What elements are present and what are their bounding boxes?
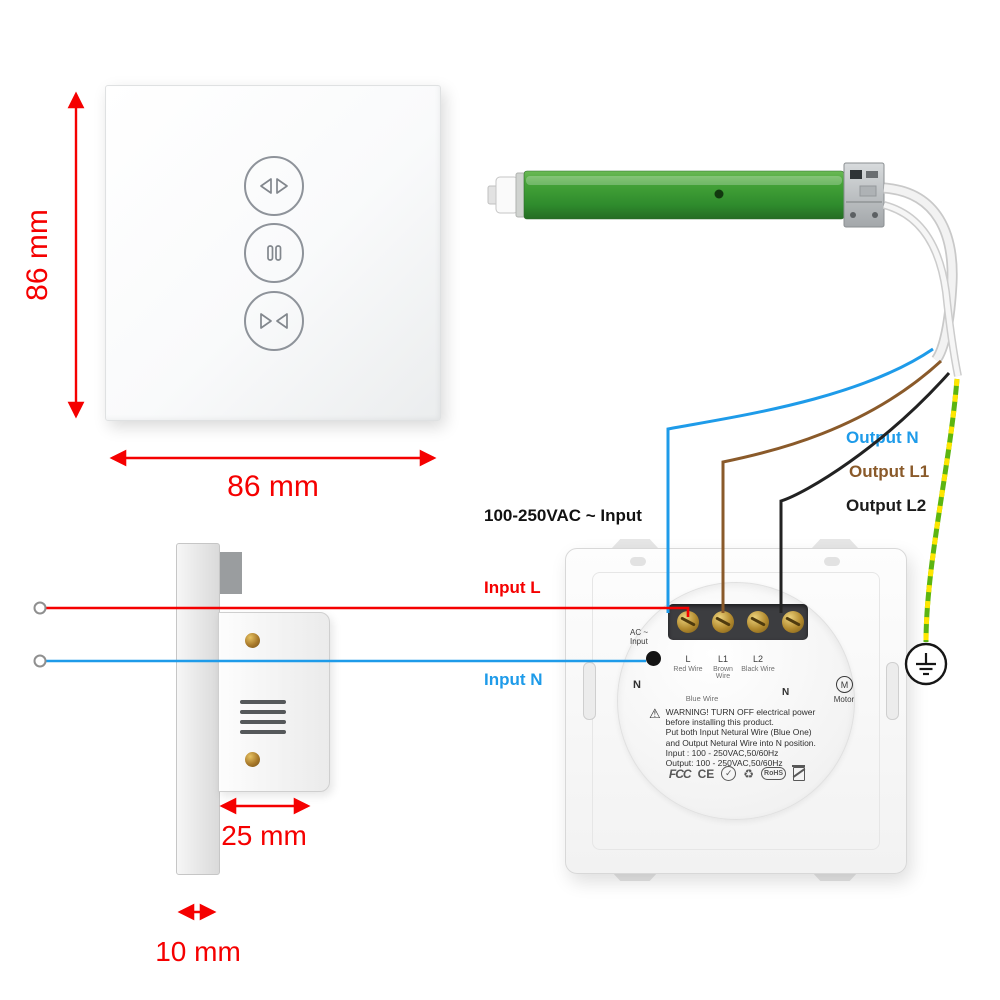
input-l-terminal — [33, 601, 47, 615]
n-input-terminal-label: N — [633, 679, 641, 691]
module-mount-tab — [812, 539, 858, 548]
output-n-label: Output N — [846, 428, 919, 447]
warning-line: and Output Netural Wire into N position. — [665, 737, 816, 748]
warning-line: before installing this product. — [665, 717, 774, 728]
warning-line: Input : 100 - 250VAC,50/60Hz — [665, 747, 779, 758]
terminal-screw-l1 — [712, 611, 734, 633]
input-l-label: Input L — [484, 578, 541, 597]
ac-input-label-line2: Input — [630, 637, 648, 646]
earth-ground-icon — [904, 642, 948, 686]
rohs-icon: RoHS — [761, 767, 787, 780]
terminal-screw-icon — [245, 752, 260, 767]
height-dimension-label: 86 mm — [21, 209, 54, 301]
plate-depth-dimension-label: 10 mm — [155, 936, 241, 967]
motor-label: Motor — [833, 695, 855, 704]
warning-line: Put both Input Netural Wire (Blue One) — [665, 727, 812, 738]
vent-slot — [240, 720, 286, 724]
motor-m-icon: M — [836, 676, 853, 693]
terminal-screw-l2 — [747, 611, 769, 633]
box-depth-dimension-label: 25 mm — [221, 820, 307, 851]
curtain-close-button — [244, 291, 304, 351]
red-wire-name: Red Wire — [673, 666, 703, 673]
switch-front-panel — [105, 85, 441, 421]
blue-wire-name: Blue Wire — [685, 694, 719, 703]
black-wire-name: Black Wire — [741, 666, 775, 673]
tubular-motor — [487, 162, 885, 228]
mount-hole — [630, 557, 646, 566]
mount-slot — [583, 662, 596, 720]
width-dimension-label: 86 mm — [227, 470, 319, 503]
terminal-label-l2: L2 — [752, 654, 763, 664]
recycle-icon: ♻ — [743, 766, 755, 781]
input-n-label: Input N — [484, 670, 543, 689]
warning-text-block: ⚠ WARNING! TURN OFF electrical power bef… — [649, 706, 849, 768]
weee-bin-icon — [792, 764, 806, 781]
warning-icon: ⚠ — [649, 706, 661, 721]
input-voltage-label: 100-250VAC ~ Input — [484, 506, 642, 525]
terminal-screw-l — [677, 611, 699, 633]
fcc-icon: FCC — [668, 766, 692, 781]
ac-input-label-line1: AC ~ — [630, 628, 649, 637]
curtain-open-button — [244, 156, 304, 216]
terminal-screw-n — [782, 611, 804, 633]
neutral-terminal-dot — [646, 651, 661, 666]
warning-lines: WARNING! TURN OFF electrical power befor… — [666, 707, 816, 768]
module-mount-tab — [812, 872, 858, 881]
vent-slot — [240, 710, 286, 714]
side-view-glass-plate — [176, 543, 220, 875]
curtain-close-icon — [260, 313, 288, 329]
terminal-label-l1: L1 — [717, 654, 728, 664]
vent-slot — [240, 730, 286, 734]
check-icon: ✓ — [721, 766, 737, 781]
input-n-terminal — [33, 654, 47, 668]
module-mount-tab — [612, 539, 658, 548]
curtain-pause-icon — [267, 245, 282, 261]
terminal-label-l: L — [685, 654, 691, 664]
output-l1-label: Output L1 — [849, 462, 930, 481]
output-l2-label: Output L2 — [846, 496, 927, 515]
ce-icon: CE — [697, 766, 715, 781]
ground-wire — [923, 378, 960, 643]
curtain-open-icon — [260, 178, 288, 194]
curtain-pause-button — [244, 223, 304, 283]
n-output-terminal-label: N — [782, 687, 790, 698]
warning-line: WARNING! TURN OFF electrical power — [665, 707, 816, 717]
certification-icons: FCC CE ✓ ♻ RoHS — [662, 764, 812, 781]
brown-wire-name: Brown Wire — [713, 666, 733, 680]
terminal-screw-icon — [245, 633, 260, 648]
motor-cable — [882, 182, 962, 377]
warning-line: Output: 100 - 250VAC,50/60Hz — [665, 758, 783, 769]
module-mount-tab — [612, 872, 658, 881]
mount-hole — [824, 557, 840, 566]
vent-slot — [240, 700, 286, 704]
mount-slot — [886, 662, 899, 720]
side-view-mount-tab — [218, 552, 242, 594]
